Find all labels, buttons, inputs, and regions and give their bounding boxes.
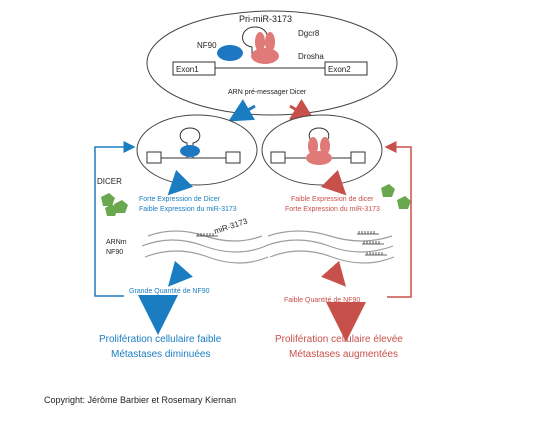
left-dicer-proteins: [101, 193, 128, 216]
left-hairpin: [179, 127, 201, 158]
right-outcome-line2: Métastases augmentées: [289, 349, 398, 360]
top-nf90-label: NF90: [197, 41, 217, 50]
arrow-left-down: [167, 169, 194, 196]
copyright-notice: Copyright: Jérôme Barbier et Rosemary Ki…: [44, 395, 237, 405]
arrow-left-mid: [168, 260, 193, 287]
arnm-nf90-label: NF90: [106, 249, 123, 256]
arrow-top-left: [228, 99, 256, 122]
arnm-label: ARNm: [106, 239, 127, 246]
left-outcome-line1: Prolifération cellulaire faible: [99, 334, 222, 345]
right-exon1-box: [270, 151, 286, 164]
exon2-label: Exon2: [328, 65, 351, 74]
right-quantity-label: Faible Quantité de NF90: [284, 297, 360, 304]
top-ellipse: [146, 10, 398, 116]
right-mirna-strands: [357, 231, 387, 256]
arrow-top-right: [288, 98, 316, 122]
left-feedback-loop: [94, 141, 136, 297]
left-exon1-box: [146, 151, 162, 164]
top-nf90-protein: [217, 45, 243, 61]
left-outcome-line2: Métastases diminuées: [111, 349, 211, 360]
left-nf90-protein: [180, 145, 200, 157]
arrow-right-down: [320, 169, 347, 196]
left-mirna-strand: [196, 233, 218, 237]
pri-mirna-label: Pri-miR-3173: [239, 14, 292, 24]
right-feedback-loop: [384, 141, 412, 298]
left-mirna-label: miR-3173: [213, 216, 249, 235]
arrow-right-mid: [321, 260, 346, 287]
pre-mrna-label: ARN pré-messager Dicer: [228, 89, 307, 96]
dicer-label: DICER: [97, 177, 122, 186]
right-drosha-complex: [306, 137, 332, 165]
right-mrna-strands: [264, 230, 395, 264]
top-drosha-complex: [251, 32, 279, 64]
right-expression-line1: Faible Expression de dicer: [291, 196, 374, 203]
exon2-box: [324, 61, 368, 76]
right-expression-line2: Forte Expression du miR-3173: [285, 206, 380, 213]
dgcr8-label: Dgcr8: [298, 29, 320, 38]
left-quantity-label: Grande Quantité de NF90: [129, 288, 210, 295]
exon1-box: [172, 61, 216, 76]
right-dicer-proteins: [381, 184, 411, 209]
right-exon2-box: [350, 151, 366, 164]
exon1-label: Exon1: [176, 65, 199, 74]
left-exon2-box: [225, 151, 241, 164]
left-expression-line2: Faible Expression du miR-3173: [139, 206, 237, 213]
left-expression-line1: Forte Expression de Dicer: [139, 196, 221, 203]
drosha-label: Drosha: [298, 52, 324, 61]
right-outcome-line1: Prolifération cellulaire élevée: [275, 334, 403, 345]
